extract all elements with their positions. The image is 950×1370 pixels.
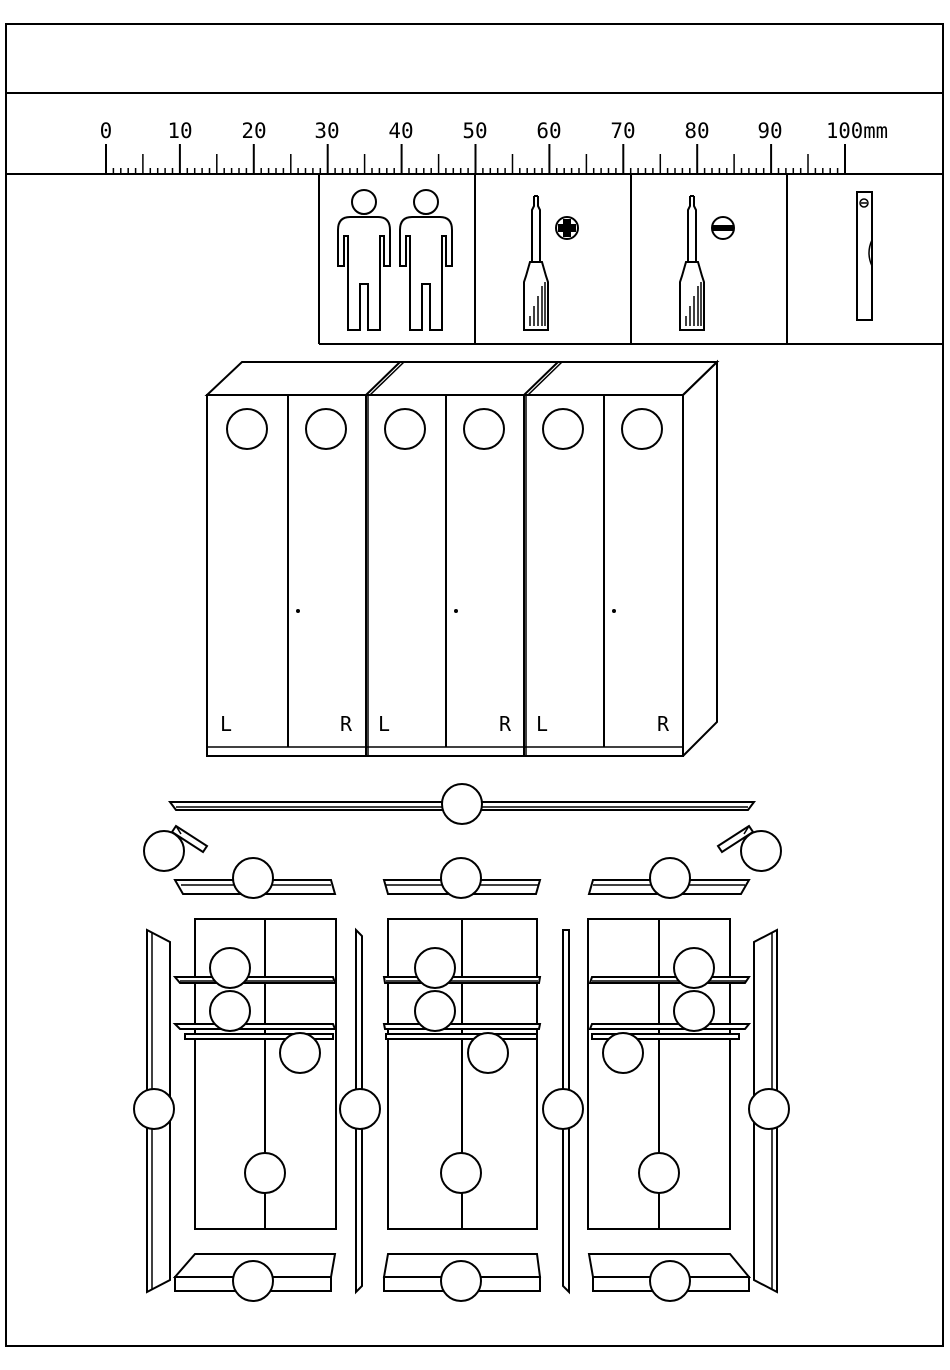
two-persons-icon — [338, 190, 452, 330]
assembled-wardrobe: L R L R L R — [207, 362, 717, 756]
ruler-label: 20 — [241, 119, 266, 143]
ruler-label: 100mm — [826, 119, 888, 143]
ruler-labels: 0 10 20 30 40 50 60 70 80 90 100mm — [100, 119, 888, 143]
part-marker — [639, 1153, 679, 1193]
part-marker — [210, 948, 250, 988]
exploded-parts — [134, 784, 789, 1301]
door-marker — [543, 409, 583, 449]
part-marker — [340, 1089, 380, 1129]
part-marker — [603, 1033, 643, 1073]
part-marker — [650, 1261, 690, 1301]
door-marker — [306, 409, 346, 449]
part-marker — [233, 858, 273, 898]
flathead-screwdriver-icon — [680, 196, 734, 330]
part-marker — [144, 831, 184, 871]
part-marker — [441, 1261, 481, 1301]
part-marker — [280, 1033, 320, 1073]
part-marker — [674, 991, 714, 1031]
ruler: 0 10 20 30 40 50 60 70 80 90 100mm — [100, 119, 888, 174]
door-label: R — [657, 712, 670, 736]
door-label: L — [378, 712, 390, 736]
part-marker — [210, 991, 250, 1031]
part-marker — [134, 1089, 174, 1129]
part-marker — [749, 1089, 789, 1129]
ruler-label: 70 — [610, 119, 635, 143]
door-label: R — [499, 712, 512, 736]
door-marker — [385, 409, 425, 449]
ruler-label: 30 — [314, 119, 339, 143]
part-marker — [543, 1089, 583, 1129]
ruler-ticks — [106, 144, 845, 174]
door-marker — [227, 409, 267, 449]
part-marker — [650, 858, 690, 898]
ruler-label: 40 — [388, 119, 413, 143]
door-label: L — [220, 712, 232, 736]
part-marker — [415, 948, 455, 988]
tools-panel — [319, 174, 943, 344]
door-marker — [464, 409, 504, 449]
part-marker — [674, 948, 714, 988]
ruler-label: 50 — [462, 119, 487, 143]
ruler-label: 10 — [167, 119, 192, 143]
part-marker — [741, 831, 781, 871]
ruler-label: 0 — [100, 119, 113, 143]
ruler-label: 60 — [536, 119, 561, 143]
spirit-level-icon — [857, 192, 872, 320]
ruler-label: 80 — [684, 119, 709, 143]
door-marker — [622, 409, 662, 449]
part-marker — [441, 858, 481, 898]
part-marker — [468, 1033, 508, 1073]
part-marker — [233, 1261, 273, 1301]
ruler-label: 90 — [757, 119, 782, 143]
part-marker — [442, 784, 482, 824]
part-marker — [441, 1153, 481, 1193]
phillips-screwdriver-icon — [524, 196, 578, 330]
part-marker — [245, 1153, 285, 1193]
door-label: L — [536, 712, 548, 736]
part-marker — [415, 991, 455, 1031]
door-label: R — [340, 712, 353, 736]
